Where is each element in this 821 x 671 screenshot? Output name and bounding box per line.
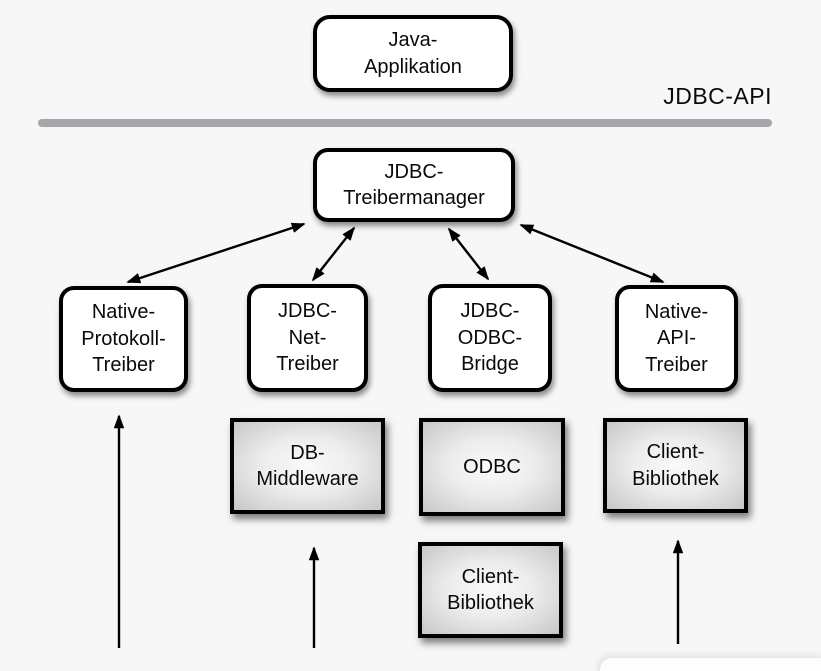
node-label: JDBC- ODBC- Bridge [457,300,523,376]
node-native-protokoll-treiber: Native- Protokoll- Treiber [59,286,188,392]
node-java-applikation: Java- Applikation [313,15,513,92]
node-db-middleware: DB- Middleware [230,418,385,514]
node-client-bibliothek-right: Client- Bibliothek [603,418,748,513]
node-label: Client- Bibliothek [447,565,534,614]
jdbc-api-label: JDBC-API [663,83,772,109]
node-native-api-treiber: Native- API- Treiber [615,285,738,392]
node-label: Java- Applikation [364,29,462,78]
node-label: JDBC- Net- Treiber [276,300,339,376]
node-label: Client- Bibliothek [632,441,719,490]
node-client-bibliothek-bottom: Client- Bibliothek [418,542,563,638]
node-label: JDBC- Treibermanager [343,160,485,209]
node-label: DB- Middleware [256,441,359,490]
edge-manager-jdbc-net [311,226,356,282]
node-label: ODBC [463,455,521,478]
edge-manager-native-api [519,223,665,284]
jdbc-api-divider-line [38,119,772,127]
node-label: Native- Protokoll- Treiber [81,301,166,377]
edge-manager-jdbc-odbc [447,227,490,281]
node-jdbc-treibermanager: JDBC- Treibermanager [313,148,515,222]
node-jdbc-net-treiber: JDBC- Net- Treiber [247,284,368,392]
node-odbc: ODBC [419,418,565,516]
cropped-box-bottom-right [600,658,821,671]
edge-manager-native-protokoll [126,222,306,284]
node-label: Native- API- Treiber [644,300,709,376]
node-jdbc-odbc-bridge: JDBC- ODBC- Bridge [428,284,552,392]
